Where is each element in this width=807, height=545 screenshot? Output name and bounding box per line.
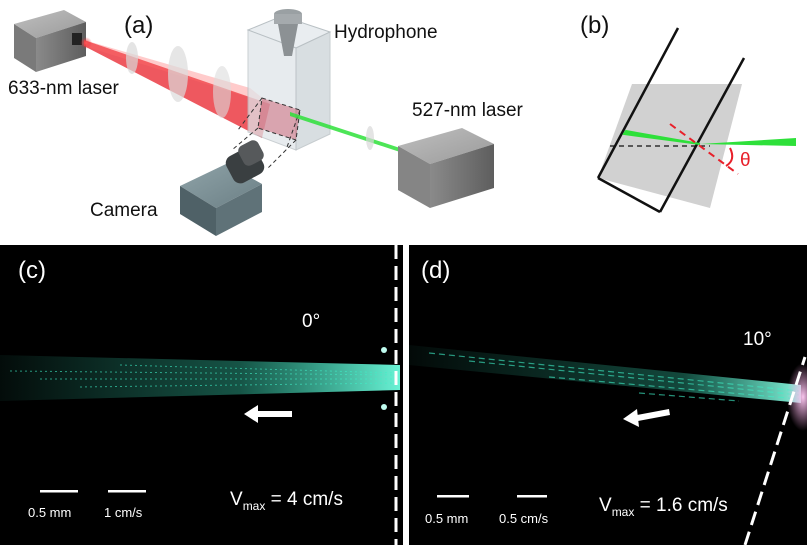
red-laser-label: 633-nm laser: [8, 78, 119, 99]
lens-2: [168, 46, 188, 102]
panel-b-label: (b): [580, 12, 610, 39]
hydrophone-label: Hydrophone: [334, 22, 438, 43]
green-beam-in: [700, 138, 796, 146]
scale-bar-length: [437, 495, 469, 498]
lens-3: [213, 66, 231, 118]
lens-green: [366, 126, 374, 150]
green-laser-body: [398, 128, 494, 208]
scale-bar-velocity: [108, 490, 146, 493]
scale-bar-velocity: [517, 495, 547, 498]
panel-c-label: (c): [18, 257, 46, 284]
setup-diagram: [14, 9, 494, 236]
panel-a-label: (a): [124, 12, 154, 39]
panel-d-scale-velocity: 0.5 cm/s: [499, 511, 549, 526]
panel-d-jet-10deg: (d) 10° 0.5 mm 0.5 cm/s Vmax = 1.6 cm/s: [409, 245, 807, 545]
panel-c-jet-0deg: (c) 0° 0.5 mm 1 cm/s Vmax = 4 cm/s: [0, 245, 403, 545]
lens-1: [126, 42, 138, 74]
jet-plume: [0, 355, 400, 401]
hydrophone-icon: [274, 9, 302, 56]
camera-label: Camera: [90, 200, 158, 221]
panel-d-angle: 10°: [743, 329, 772, 350]
flow-arrow-icon: [623, 409, 670, 427]
panel-d-vmax: Vmax = 1.6 cm/s: [599, 495, 728, 519]
theta-symbol: θ: [740, 150, 751, 171]
panel-d-label: (d): [421, 257, 451, 284]
panel-c-vmax: Vmax = 4 cm/s: [230, 489, 343, 513]
jet-image-10deg: [409, 345, 807, 545]
green-beam-refracted: [622, 129, 701, 145]
camera-icon: [180, 140, 265, 236]
panel-a-setup: (a) Hydrophone 633-nm laser 527-nm laser…: [0, 0, 560, 245]
green-laser-label: 527-nm laser: [412, 100, 523, 121]
panel-b-angle-schematic: (b) θ: [560, 0, 807, 245]
panel-c-scale-velocity: 1 cm/s: [104, 505, 143, 520]
scale-bar-length: [40, 490, 78, 493]
panel-d-scale-length: 0.5 mm: [425, 511, 469, 526]
panel-c-angle: 0°: [302, 311, 321, 332]
red-laser-body: [14, 10, 86, 72]
panel-c-scale-length: 0.5 mm: [28, 505, 72, 520]
angle-diagram: [596, 27, 796, 214]
flow-arrow-icon: [244, 405, 292, 423]
jet-plume: [409, 345, 801, 403]
jet-image-0deg: [0, 245, 400, 545]
imaging-region: [231, 97, 301, 169]
wall-line: [743, 356, 807, 545]
